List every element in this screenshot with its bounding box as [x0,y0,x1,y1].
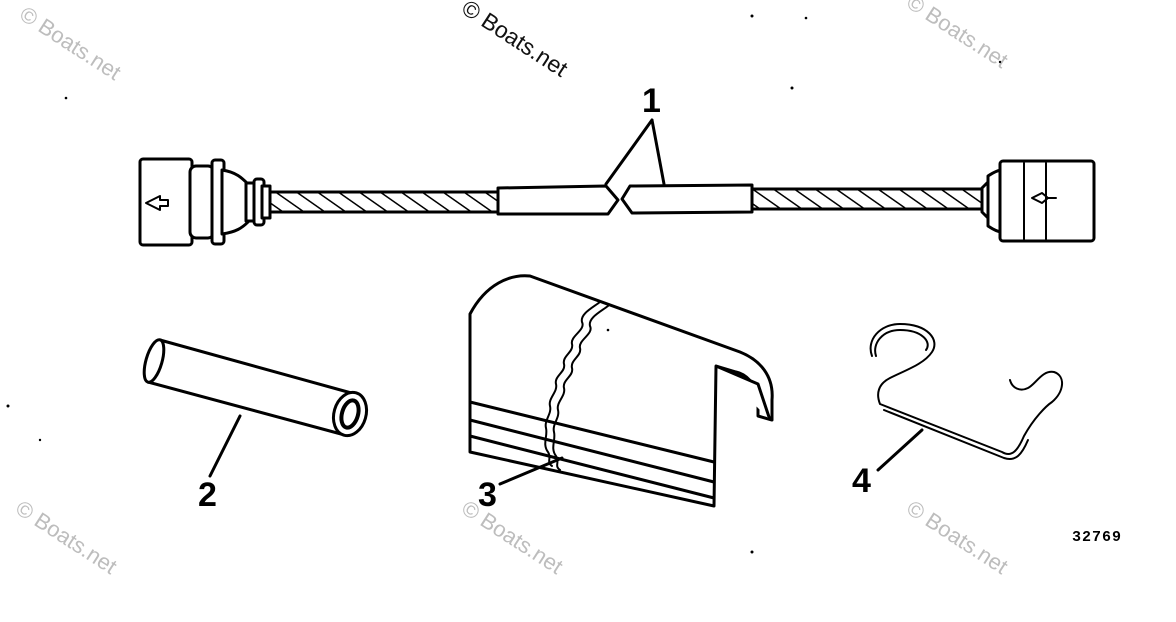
callout-3: 3 [478,476,497,514]
right-connector [980,159,1096,243]
callout-2: 2 [198,476,217,514]
cable-hatched-left [268,190,500,214]
watermark-main: © Boats.net [457,0,573,82]
part-4-clip [869,323,1063,472]
left-connector [138,157,272,247]
watermark-top-left: © Boats.net [15,1,125,85]
part-1-cable [138,118,1096,247]
callout-4: 4 [852,462,871,500]
sleeve-left [496,184,620,216]
watermark-bottom-center: © Boats.net [457,495,567,579]
watermark-bottom-left: © Boats.net [11,495,121,579]
callout-1: 1 [642,82,661,120]
arrow-icon [145,195,169,211]
scan-speckles [6,14,1002,554]
watermark-top-right: © Boats.net [902,0,1012,73]
leader-line-1 [604,118,666,186]
sleeve-right [620,183,754,215]
cable-hatched-right [748,187,984,211]
leader-line-3 [498,456,564,486]
figure-number: 32769 [1072,529,1122,546]
leader-line-4 [876,428,924,472]
arrow-icon [1031,192,1057,204]
leader-line-2 [208,414,242,478]
watermark-bottom-right: © Boats.net [902,495,1012,579]
part-2-tube [142,338,369,478]
part-3-shield [468,274,774,508]
